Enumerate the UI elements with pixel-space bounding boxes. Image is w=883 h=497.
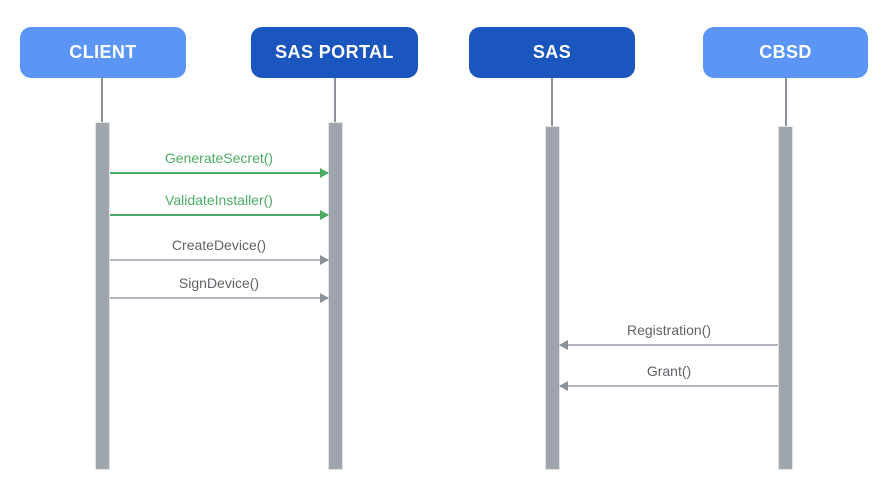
lifeline-label: SAS PORTAL	[275, 42, 394, 62]
message-label: CreateDevice()	[171, 237, 267, 253]
lifeline-label: SAS	[532, 42, 572, 62]
message-label: SignDevice()	[178, 275, 260, 291]
lifeline-stub-cbsd	[785, 78, 787, 126]
lifeline-header-sas-portal[interactable]: SAS PORTAL	[251, 27, 418, 78]
lifeline-stub-sas-portal	[334, 78, 336, 122]
lifeline-stub-client	[101, 78, 103, 122]
message-line	[560, 385, 778, 387]
arrow-head-icon	[559, 340, 568, 350]
message-line	[110, 259, 328, 261]
message-label: GenerateSecret()	[164, 150, 274, 166]
message-line	[110, 214, 328, 216]
lifeline-label: CLIENT	[69, 42, 137, 62]
message-label: ValidateInstaller()	[165, 192, 273, 208]
arrow-head-icon	[320, 293, 329, 303]
message-label: Grant()	[646, 363, 692, 379]
message-line	[560, 344, 778, 346]
arrow-head-icon	[320, 168, 329, 178]
arrow-head-icon	[320, 255, 329, 265]
activation-bar-cbsd	[778, 126, 793, 470]
lifeline-stub-sas	[551, 78, 553, 126]
lifeline-label: CBSD	[759, 42, 812, 62]
arrow-head-icon	[559, 381, 568, 391]
lifeline-header-client[interactable]: CLIENT	[20, 27, 186, 78]
activation-bar-sas	[545, 126, 560, 470]
activation-bar-client	[95, 122, 110, 470]
lifeline-header-cbsd[interactable]: CBSD	[703, 27, 868, 78]
message-line	[110, 297, 328, 299]
message-line	[110, 172, 328, 174]
activation-bar-sas-portal	[328, 122, 343, 470]
message-label: Registration()	[626, 322, 712, 338]
lifeline-header-sas[interactable]: SAS	[469, 27, 635, 78]
arrow-head-icon	[320, 210, 329, 220]
